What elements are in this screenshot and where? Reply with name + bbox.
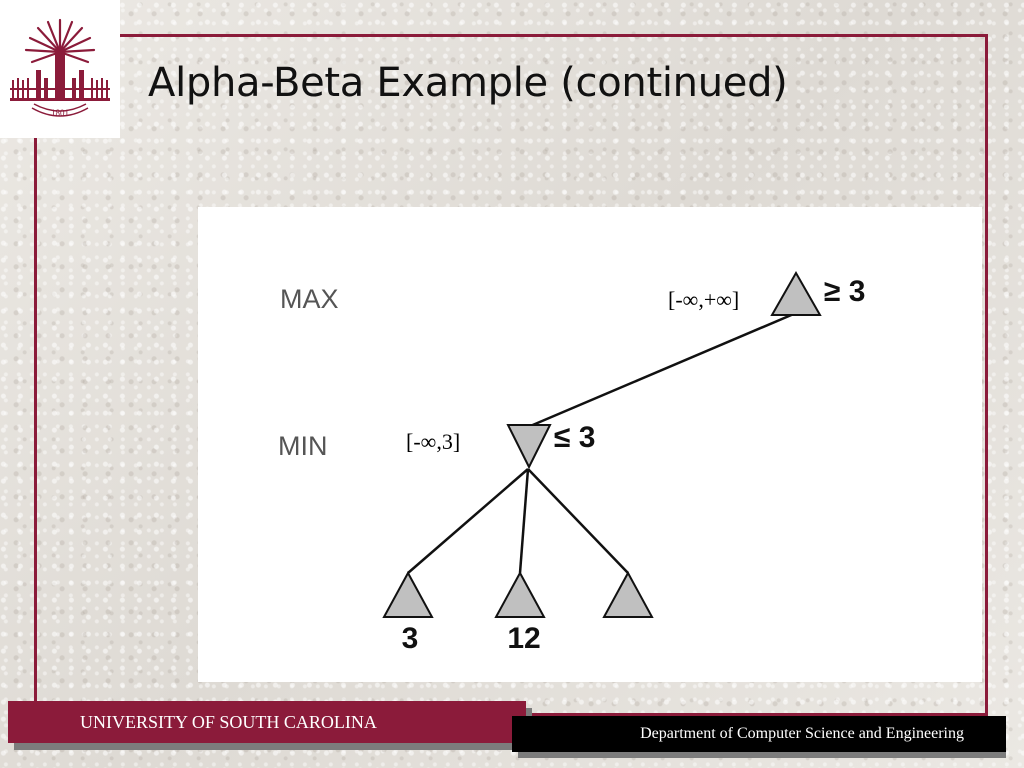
leaf-node-2 — [494, 570, 546, 618]
palmetto-logo-icon: 1801 — [10, 18, 110, 118]
leaf-node-1 — [382, 570, 434, 618]
footer-university: UNIVERSITY OF SOUTH CAROLINA — [8, 701, 526, 743]
edge-min-to-leaf-3 — [527, 468, 629, 574]
root-bound-label: ≥ 3 — [824, 275, 865, 308]
edge-min-to-leaf-2 — [518, 468, 530, 574]
min-bound-label: ≤ 3 — [554, 421, 595, 454]
root-interval-label: [-∞,+∞] — [668, 287, 739, 312]
leaf-node-3 — [602, 570, 654, 618]
alpha-beta-diagram: MAX MIN ≥ 3 [-∞,+∞] ≤ 3 [-∞,3] 3 12 8 — [198, 207, 982, 682]
min-node — [506, 424, 552, 470]
min-interval-label: [-∞,3] — [406, 429, 460, 454]
page-title: Alpha-Beta Example (continued) — [148, 60, 788, 106]
tree-diagram-svg: MAX MIN ≥ 3 [-∞,+∞] ≤ 3 [-∞,3] 3 12 8 — [278, 270, 865, 655]
max-root-node — [770, 270, 822, 316]
edge-root-to-min — [527, 311, 797, 429]
edge-min-to-leaf-1 — [407, 468, 529, 574]
logo-year: 1801 — [51, 108, 69, 118]
leaf-value-2: 12 — [507, 622, 540, 655]
min-level-label: MIN — [278, 431, 328, 461]
footer-department: Department of Computer Science and Engin… — [512, 716, 1006, 752]
leaf-value-1: 3 — [402, 622, 419, 655]
leaf-value-3-mask — [608, 627, 652, 655]
max-level-label: MAX — [280, 284, 339, 314]
university-logo: 1801 — [0, 0, 120, 138]
